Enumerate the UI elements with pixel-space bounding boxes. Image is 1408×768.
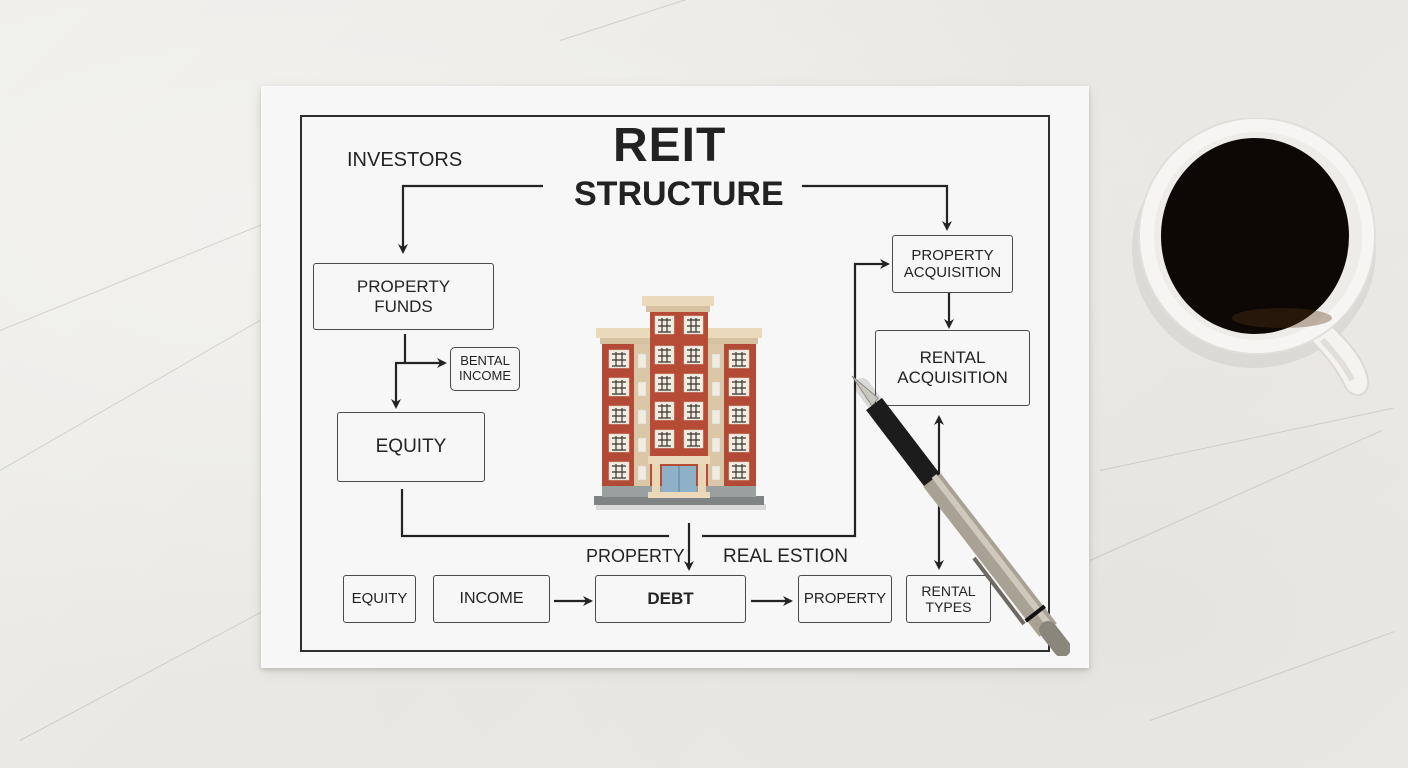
investors-label: INVESTORS <box>347 149 463 171</box>
marble-vein <box>0 320 261 471</box>
property-funds-box: PROPERTY FUNDS <box>313 263 494 330</box>
marble-vein <box>1149 631 1395 721</box>
diagram-title: REIT <box>613 119 727 172</box>
box-text: PROPERTY <box>356 276 451 296</box>
marble-vein <box>559 0 846 41</box>
box-text: INCOME <box>459 589 524 607</box>
box-text: INCOME <box>459 368 511 383</box>
income-box: INCOME <box>433 575 550 623</box>
box-text: DEBT <box>647 589 694 609</box>
box-text: EQUITY <box>351 590 408 608</box>
real-estion-label: REAL ESTION <box>723 546 848 567</box>
equity-box: EQUITY <box>337 412 485 482</box>
property-label: PROPERTY <box>586 546 685 566</box>
debt-box: DEBT <box>595 575 746 623</box>
rental-types-box: RENTAL TYPES <box>906 575 991 623</box>
box-text: FUNDS <box>374 296 433 316</box>
box-text: ACQUISITION <box>897 368 1008 387</box>
box-text: EQUITY <box>375 436 447 458</box>
marble-vein <box>1089 429 1383 561</box>
box-text: PROPERTY <box>911 246 994 264</box>
diagram-subtitle: STRUCTURE <box>574 175 784 213</box>
box-text: BENTAL <box>460 353 510 369</box>
box-text: RENTAL <box>919 348 986 368</box>
box-text: RENTAL <box>921 582 976 599</box>
pen-icon <box>851 375 1070 656</box>
diagram-frame <box>300 115 1050 652</box>
coffee-mug-icon <box>1132 118 1376 396</box>
marble-vein <box>1099 407 1394 471</box>
box-text: PROPERTY <box>803 590 887 608</box>
box-text: ACQUISITION <box>903 264 1002 281</box>
rental-acquisition-box: RENTAL ACQUISITION <box>875 330 1030 406</box>
equity-bottom-box: EQUITY <box>343 575 416 623</box>
bental-income-box: BENTAL INCOME <box>450 347 520 391</box>
property-acquisition-box: PROPERTY ACQUISITION <box>892 235 1013 293</box>
property-bottom-box: PROPERTY <box>798 575 892 623</box>
building-model-icon <box>594 296 766 510</box>
box-text: TYPES <box>925 599 972 615</box>
